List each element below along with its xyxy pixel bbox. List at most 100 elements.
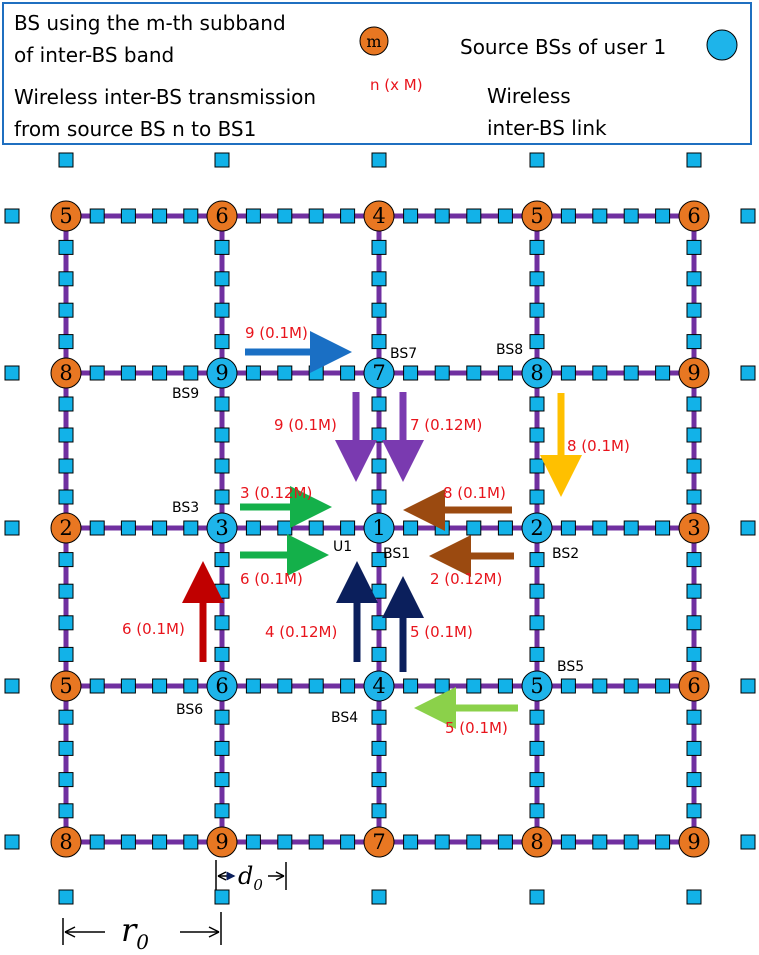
source-bs-node: [363, 357, 395, 389]
tx-label: 9 (0.1M): [245, 324, 308, 342]
bs-node-label: 5: [530, 204, 543, 228]
dimension-labels: d0 r0: [121, 862, 263, 954]
user-square: [371, 489, 387, 505]
user-square: [686, 334, 702, 350]
legend-tx-text-2: from source BS n to BS1: [14, 117, 257, 141]
user-square: [214, 458, 230, 474]
user-square: [58, 583, 74, 599]
user-square: [214, 772, 230, 788]
user-square: [740, 834, 756, 850]
dimension-markers: [62, 860, 287, 945]
user-square: [466, 208, 482, 224]
user-square: [120, 208, 136, 224]
user-square: [89, 208, 105, 224]
user-square: [686, 740, 702, 756]
user-square: [89, 678, 105, 694]
user-square: [592, 208, 608, 224]
user-square: [434, 678, 450, 694]
user-square: [214, 239, 230, 255]
user-square: [623, 520, 639, 536]
bs-label-bs3: BS3: [172, 500, 199, 516]
tx-label: 9 (0.1M): [274, 416, 337, 434]
user-square: [152, 208, 168, 224]
user-square: [434, 834, 450, 850]
source-bs-node: [206, 670, 238, 702]
user-square: [89, 365, 105, 381]
user-square: [340, 208, 356, 224]
bs-node-label: 3: [687, 516, 700, 540]
user-square: [277, 678, 293, 694]
bs-label-bs4: BS4: [331, 710, 358, 726]
user-squares: [4, 152, 756, 905]
user-square: [58, 427, 74, 443]
user-square: [466, 520, 482, 536]
user-square: [214, 615, 230, 631]
user-square: [592, 520, 608, 536]
bs-node-label: 9: [215, 830, 228, 854]
bs-node-label: 1: [372, 516, 385, 540]
user-square: [529, 271, 545, 287]
bs-node-label: 5: [59, 674, 72, 698]
user-square: [529, 302, 545, 318]
bs-node: [521, 826, 553, 858]
legend-m-symbol: m: [366, 32, 381, 51]
user-square: [58, 709, 74, 725]
source-bs-node: [521, 512, 553, 544]
bs-node: [678, 670, 710, 702]
user-square: [340, 520, 356, 536]
user-square: [529, 615, 545, 631]
bs-node-label: 9: [215, 361, 228, 385]
user-square: [214, 152, 230, 168]
user-square: [183, 678, 199, 694]
user-square: [214, 803, 230, 819]
bs-node-label: 8: [530, 830, 543, 854]
user-square: [623, 365, 639, 381]
user-square: [371, 772, 387, 788]
user-square: [529, 334, 545, 350]
user-square: [152, 678, 168, 694]
user-square: [466, 834, 482, 850]
user-square: [686, 646, 702, 662]
user-square: [529, 552, 545, 568]
user-square: [655, 834, 671, 850]
user-square: [434, 208, 450, 224]
user-square: [371, 302, 387, 318]
bs-node: [50, 826, 82, 858]
bs-node-label: 8: [59, 830, 72, 854]
legend-subband-text-1: BS using the m-th subband: [14, 11, 286, 35]
legend-tx-arrow-label: n (x M): [370, 76, 423, 94]
tx-label: 8 (0.1M): [443, 484, 506, 502]
user-square: [740, 678, 756, 694]
bs-node: [50, 670, 82, 702]
user-square: [686, 803, 702, 819]
user-square: [58, 646, 74, 662]
user-square: [340, 834, 356, 850]
user-square: [371, 239, 387, 255]
user-square: [560, 678, 576, 694]
bs-node: [678, 512, 710, 544]
legend-link-text-2: inter-BS link: [487, 116, 607, 140]
user-square: [497, 365, 513, 381]
bs-node: [363, 826, 395, 858]
user-square: [152, 520, 168, 536]
user-square: [277, 208, 293, 224]
user-square: [686, 239, 702, 255]
user-square: [655, 678, 671, 694]
user-square: [245, 678, 261, 694]
bs-node-label: 9: [687, 830, 700, 854]
user-square: [277, 834, 293, 850]
bs-node: [50, 357, 82, 389]
user-square: [277, 520, 293, 536]
bs-node: [678, 357, 710, 389]
user-square: [308, 520, 324, 536]
user-square: [58, 334, 74, 350]
user-square: [560, 365, 576, 381]
source-bs-node: [363, 670, 395, 702]
user-square: [740, 520, 756, 536]
legend-markers: m: [359, 26, 738, 61]
user-square: [740, 365, 756, 381]
user-square: [4, 208, 20, 224]
bs-node-label: 6: [687, 674, 700, 698]
user-square: [371, 803, 387, 819]
